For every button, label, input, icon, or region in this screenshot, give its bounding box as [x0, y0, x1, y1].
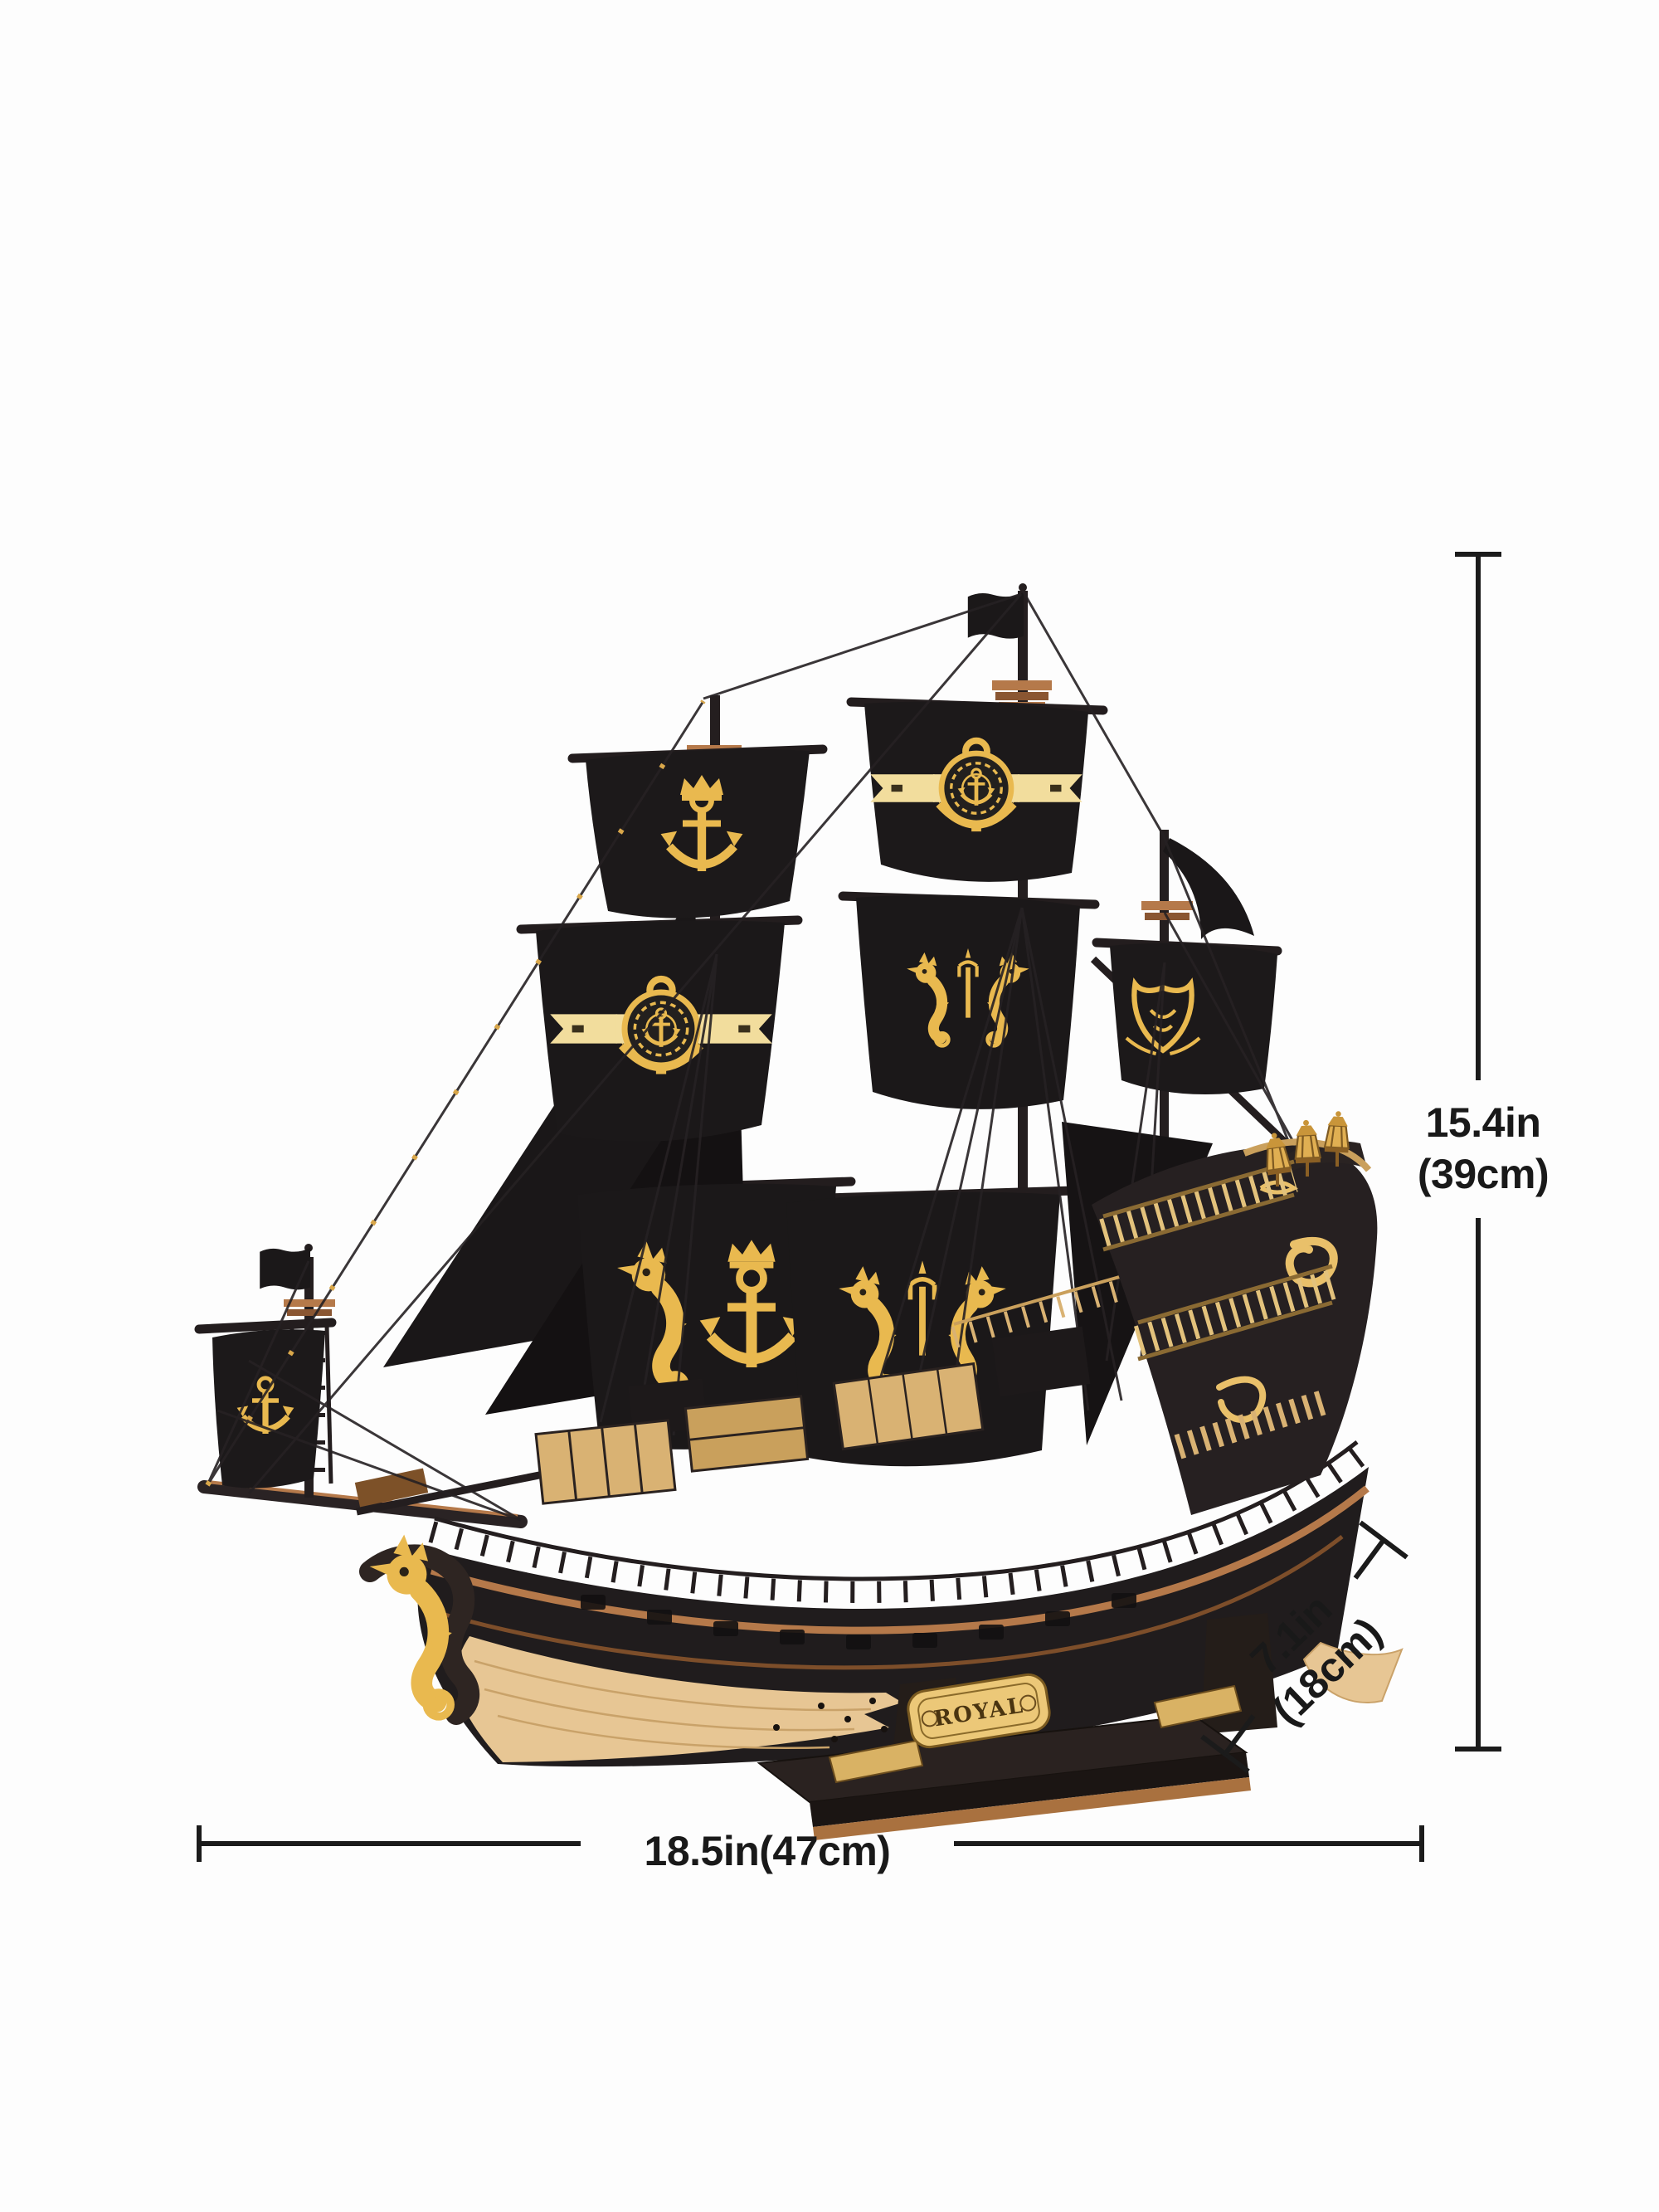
bulwark-rail [434, 1440, 1359, 1581]
hull [417, 1440, 1404, 1767]
rigging-beads [205, 699, 706, 1487]
depth-dimension-ticks [1200, 1520, 1408, 1774]
stern-castle [1092, 1109, 1378, 1515]
hull-nail-dots [773, 1698, 888, 1742]
stern-railing-upper [1099, 1164, 1298, 1247]
length-value: 18.5in(47cm) [644, 1828, 891, 1874]
dimension-annotations [197, 552, 1501, 1862]
figurehead-seahorse [370, 1535, 479, 1717]
ship: ROYAL [194, 583, 1404, 1840]
bow-flag [260, 1248, 310, 1290]
height-value-cm: (39cm) [1417, 1151, 1550, 1197]
height-value-in: 15.4in [1425, 1099, 1541, 1146]
height-dimension-label: 15.4in (39cm) [1350, 1097, 1616, 1200]
length-dimension-line [197, 1825, 1424, 1862]
height-dimension-line [1455, 552, 1501, 1752]
stern-gold-flourish [1216, 1376, 1267, 1423]
gunports [581, 1593, 1136, 1649]
stern-lanterns [1261, 1109, 1351, 1186]
stern-keel-wood [1302, 1641, 1404, 1703]
copper-stripe-upper [430, 1485, 1370, 1635]
copper-stripe-lower [444, 1535, 1344, 1670]
display-stand: ROYAL [757, 1613, 1277, 1840]
stern-railing-lower [1133, 1269, 1337, 1356]
length-dimension-label: 18.5in(47cm) [618, 1825, 917, 1877]
stand-nameplate: ROYAL [907, 1673, 1051, 1749]
